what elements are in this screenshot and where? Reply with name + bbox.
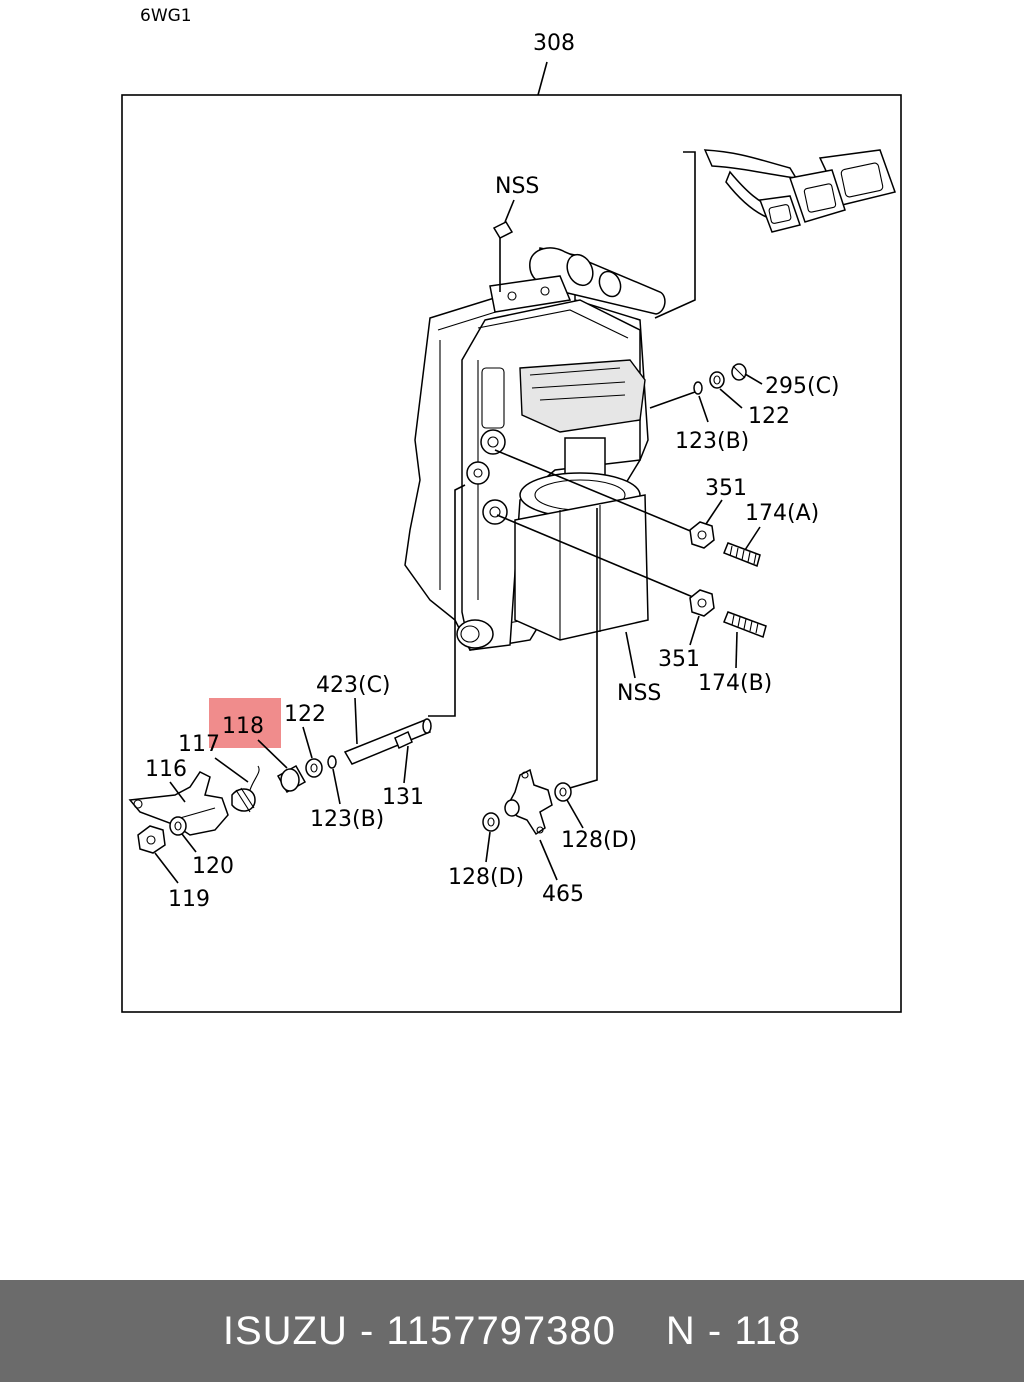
callout-120: 120: [192, 854, 234, 879]
shaft-assembly: 423(C) 131: [316, 673, 432, 810]
callout-295c: 295(C): [765, 374, 840, 399]
assembly-frame: [121, 94, 902, 1013]
callout-122-left: 122: [284, 702, 326, 727]
callout-118: 118: [222, 714, 264, 739]
connector-small: [758, 195, 801, 233]
exploded-parts-diagram: 6WG1 308: [121, 6, 902, 1013]
footer-separator: -: [347, 1308, 387, 1353]
callout-131: 131: [382, 785, 424, 810]
shaft-423c: [343, 719, 431, 765]
part-number: 1157797380: [386, 1308, 616, 1353]
bushing-118: 118: [209, 698, 307, 794]
nut-119: [137, 825, 166, 854]
callout-nss-bottom: NSS: [617, 681, 661, 706]
bracket-assembly: 128(D) 128(D) 465: [448, 768, 637, 907]
callout-128d-right: 128(D): [561, 828, 637, 853]
part-info-footer: ISUZU - 1157797380 N - 118: [0, 1280, 1024, 1382]
wiring-harness: [654, 149, 896, 319]
callout-128d-left: 128(D): [448, 865, 524, 890]
diagram-reference: N - 118: [665, 1308, 802, 1353]
callout-465: 465: [542, 882, 584, 907]
housing-window: [481, 367, 505, 429]
governor-housing: [404, 247, 666, 651]
callout-116: 116: [145, 757, 187, 782]
nut-351-lower: [689, 589, 715, 617]
stud-174a: [723, 542, 761, 568]
callout-123b-left: 123(B): [310, 807, 384, 832]
spring-117: 117: [178, 732, 260, 813]
connector-medium: [789, 169, 846, 223]
callout-423c: 423(C): [316, 673, 391, 698]
callout-nss-top: NSS: [495, 174, 539, 199]
callout-117: 117: [178, 732, 220, 757]
solenoid-body: [514, 472, 649, 641]
nss-bolt-top: NSS: [492, 174, 539, 292]
callout-351-top: 351: [705, 476, 747, 501]
lever-assembly: 116 120 119: [128, 757, 234, 912]
callout-174b: 174(B): [698, 671, 772, 696]
washer-120: [169, 816, 187, 836]
highlight-118: [209, 698, 281, 748]
callout-122-right: 122: [748, 404, 790, 429]
page-code: 6WG1: [140, 6, 192, 26]
shaft-washers: 122 123(B): [284, 702, 384, 832]
assembly-number: 308: [533, 31, 575, 56]
connector-fasteners: 295(C) 122 123(B): [649, 363, 840, 454]
callout-351-bottom: 351: [658, 647, 700, 672]
nut-351-upper: [689, 521, 715, 549]
studs-and-nuts: 351 174(A) 351 174(B): [494, 449, 819, 696]
callout-119: 119: [168, 887, 210, 912]
callout-123b-right: 123(B): [675, 429, 749, 454]
callout-174a: 174(A): [745, 501, 819, 526]
brand-name: ISUZU: [222, 1308, 348, 1353]
